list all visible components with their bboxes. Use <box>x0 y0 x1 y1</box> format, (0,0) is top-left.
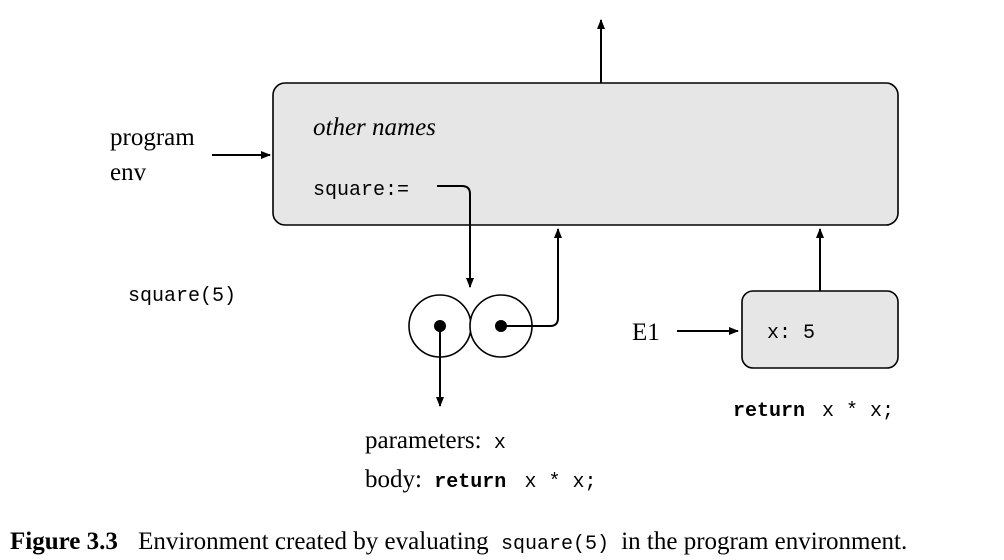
program-env-label-line2: env <box>110 159 147 186</box>
e1-code: return x * x; <box>733 399 894 423</box>
e1-label: E1 <box>632 319 660 346</box>
procedure-env-pointer <box>501 228 562 327</box>
e1-binding: x: 5 <box>767 322 815 345</box>
procedure-body: body: return x * x; <box>365 466 596 494</box>
call-expression-label: square(5) <box>128 285 236 308</box>
e1-environment-frame <box>741 290 899 369</box>
program-env-label-line1: program <box>110 124 195 151</box>
global-environment-frame <box>272 82 899 226</box>
figure-caption: Figure 3.3 Environment created by evalua… <box>10 528 907 556</box>
square-binding-label: square:= <box>313 179 409 202</box>
procedure-parameters: parameters: x <box>365 427 506 455</box>
other-names-label: other names <box>313 114 436 141</box>
square-binding-pointer <box>437 185 474 288</box>
